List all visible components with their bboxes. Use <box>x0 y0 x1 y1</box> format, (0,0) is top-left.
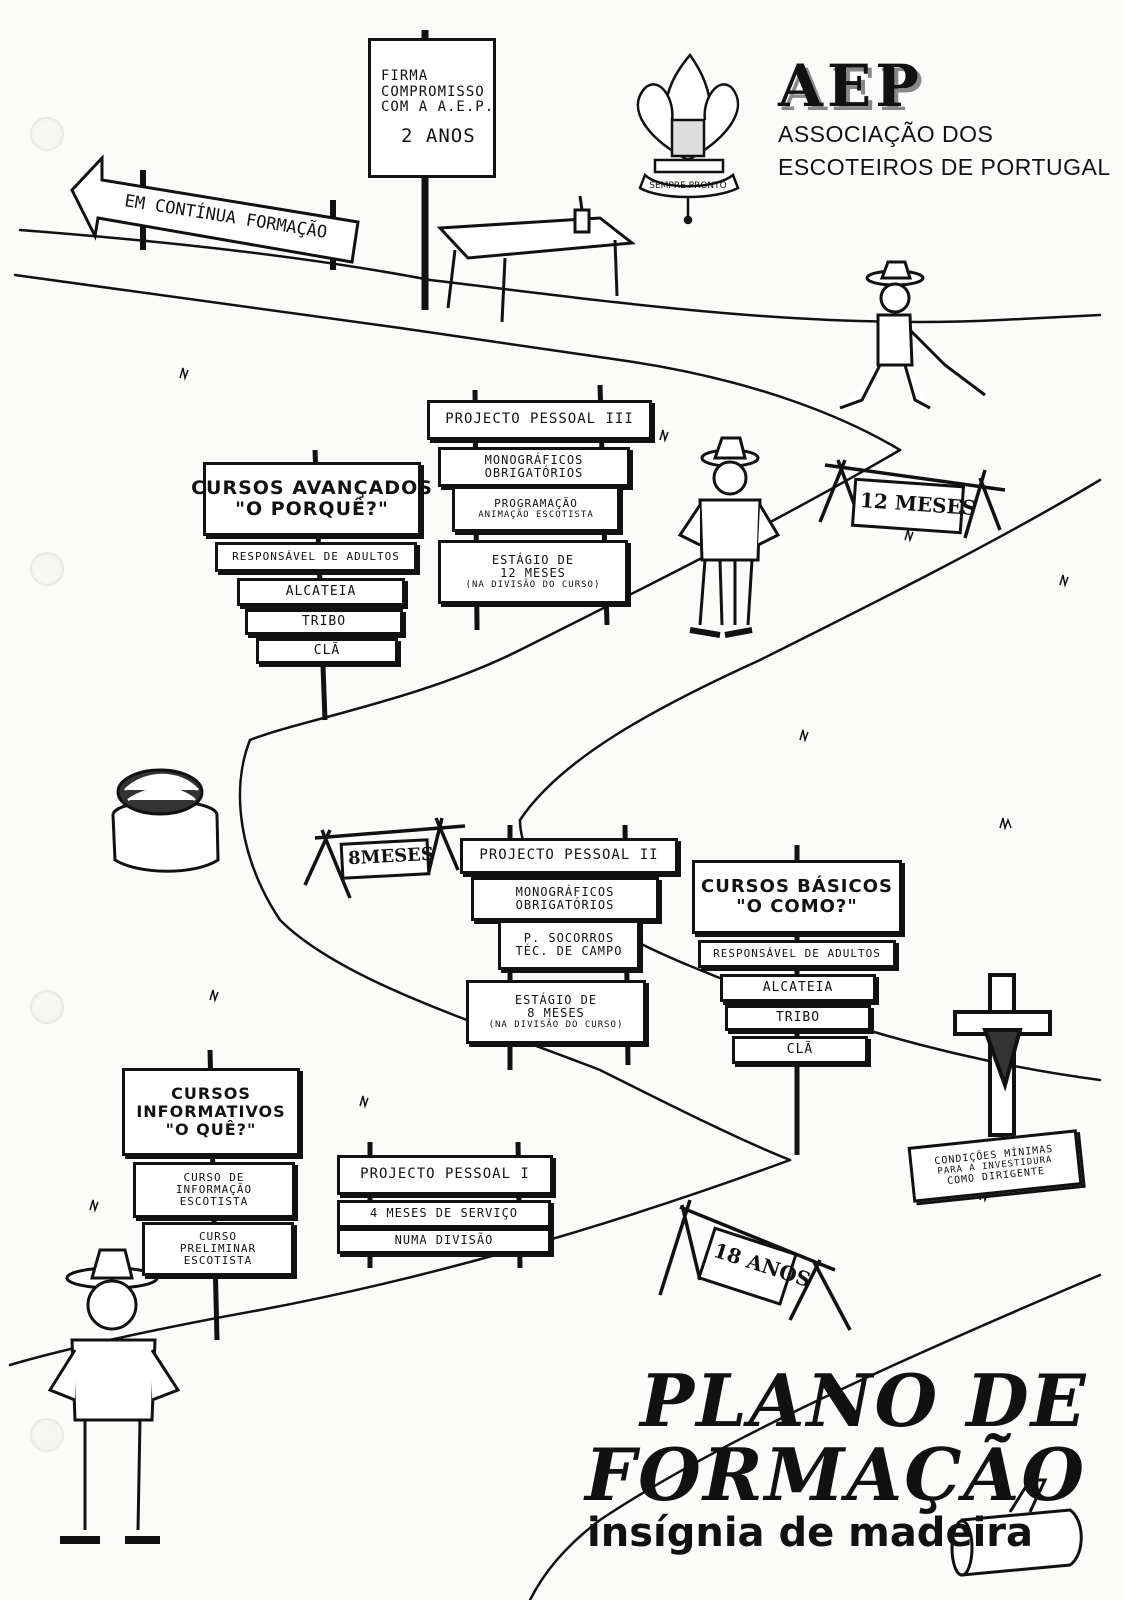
avancados-board: ALCATEIA <box>237 578 405 606</box>
board-label: ALCATEIA <box>763 981 834 996</box>
basicos-question: "O COMO?" <box>736 897 858 917</box>
emblem-motto: SEMPRE PRONTO <box>649 181 726 191</box>
board-label: CLÃ <box>787 1043 813 1058</box>
board-label: TRIBO <box>776 1011 820 1026</box>
pp1-board: 4 MESES DE SERVIÇO <box>337 1200 551 1228</box>
board-label: MONOGRÁFICOS <box>516 886 615 899</box>
pp3-board: MONOGRÁFICOS OBRIGATÓRIOS <box>438 447 630 487</box>
board-label: P. SOCORROS <box>524 932 614 945</box>
board-label: CLÃ <box>314 644 340 659</box>
board-label: ALCATEIA <box>286 585 357 600</box>
cursos-avancados-sign: CURSOS AVANÇADOS "O PORQUÊ?" <box>203 462 421 536</box>
firma-line: COMPROMISSO <box>381 85 485 101</box>
board-label: TÉC. DE CAMPO <box>516 945 623 958</box>
pp1-board: NUMA DIVISÃO <box>337 1228 551 1254</box>
board-label: PROGRAMAÇÃO <box>494 498 578 510</box>
avancados-question: "O PORQUÊ?" <box>235 499 389 520</box>
board-label: ESCOTISTA <box>184 1255 253 1267</box>
cursos-informativos-sign: CURSOS INFORMATIVOS "O QUÊ?" <box>122 1068 300 1156</box>
pp2-board: MONOGRÁFICOS OBRIGATÓRIOS <box>471 877 659 921</box>
board-label: PROJECTO PESSOAL III <box>445 412 634 428</box>
knot-stump <box>113 770 218 871</box>
page-title-line1: PLANO DE <box>640 1358 1088 1443</box>
board-label: INFORMATIVOS <box>136 1103 285 1121</box>
board-label: (NA DIVISÃO DO CURSO) <box>466 580 601 590</box>
board-label: PROJECTO PESSOAL II <box>479 848 658 864</box>
scout-small <box>50 1250 178 1540</box>
org-name-line1: ASSOCIAÇÃO DOS <box>778 118 1111 151</box>
board-label: ESCOTISTA <box>180 1196 249 1208</box>
fleur-de-lis-icon <box>638 55 738 223</box>
cursos-basicos-sign: CURSOS BÁSICOS "O COMO?" <box>692 860 902 934</box>
projecto-pessoal-1-sign: PROJECTO PESSOAL I <box>337 1155 553 1195</box>
board-label: 8 MESES <box>527 1007 585 1020</box>
cross-post <box>955 975 1050 1135</box>
avancados-title: CURSOS AVANÇADOS <box>191 478 433 499</box>
informativos-board: CURSO DE INFORMAÇÃO ESCOTISTA <box>133 1162 295 1218</box>
informativos-board: CURSO PRELIMINAR ESCOTISTA <box>142 1222 294 1276</box>
basicos-board: RESPONSÁVEL DE ADULTOS <box>698 940 896 968</box>
avancados-board: CLÃ <box>256 638 398 664</box>
board-label: (NA DIVISÃO DO CURSO) <box>489 1020 624 1030</box>
board-label: ESTÁGIO DE <box>515 994 597 1007</box>
board-label: NUMA DIVISÃO <box>395 1234 494 1247</box>
board-label: ANIMAÇÃO ESCOTISTA <box>478 510 594 520</box>
board-label: 12 MESES <box>500 567 566 580</box>
firma-years: 2 ANOS <box>401 126 476 147</box>
basicos-board: TRIBO <box>725 1005 871 1031</box>
avancados-board: TRIBO <box>245 609 403 635</box>
aep-logo: AEP <box>778 52 923 120</box>
pp3-board: ESTÁGIO DE 12 MESES (NA DIVISÃO DO CURSO… <box>438 540 628 604</box>
binder-hole <box>30 990 64 1024</box>
firma-line: COM A A.E.P. <box>381 100 494 116</box>
basicos-board: ALCATEIA <box>720 974 876 1002</box>
board-label: RESPONSÁVEL DE ADULTOS <box>232 551 400 563</box>
projecto-pessoal-3-sign: PROJECTO PESSOAL III <box>427 400 652 440</box>
firma-sign: FIRMA COMPROMISSO COM A A.E.P. 2 ANOS <box>368 38 496 178</box>
firma-line: FIRMA <box>381 69 428 85</box>
table <box>440 196 632 322</box>
binder-hole <box>30 552 64 586</box>
board-label: RESPONSÁVEL DE ADULTOS <box>713 948 881 960</box>
binder-hole <box>30 1418 64 1452</box>
binder-hole <box>30 117 64 151</box>
board-label: ESTÁGIO DE <box>492 554 574 567</box>
board-label: CURSOS <box>171 1085 251 1103</box>
basicos-title: CURSOS BÁSICOS <box>701 877 893 897</box>
pp3-board: PROGRAMAÇÃO ANIMAÇÃO ESCOTISTA <box>452 486 620 532</box>
board-label: "O QUÊ?" <box>166 1121 257 1139</box>
board-label: PROJECTO PESSOAL I <box>360 1167 530 1183</box>
scout-figure <box>680 438 778 635</box>
milestone-8-meses: 8MESES <box>348 844 435 869</box>
board-label: TRIBO <box>302 615 346 630</box>
page-subtitle: insígnia de madeira <box>587 1510 1033 1556</box>
board-label: OBRIGATÓRIOS <box>485 467 584 480</box>
basicos-board: CLÃ <box>732 1036 868 1064</box>
avancados-board: RESPONSÁVEL DE ADULTOS <box>215 542 417 572</box>
scout-walking <box>840 262 985 408</box>
organization-name: ASSOCIAÇÃO DOS ESCOTEIROS DE PORTUGAL <box>778 118 1111 184</box>
board-label: MONOGRÁFICOS <box>485 454 584 467</box>
org-name-line2: ESCOTEIROS DE PORTUGAL <box>778 151 1111 184</box>
pp2-board: ESTÁGIO DE 8 MESES (NA DIVISÃO DO CURSO) <box>466 980 646 1044</box>
pp2-board: P. SOCORROS TÉC. DE CAMPO <box>498 920 640 970</box>
projecto-pessoal-2-sign: PROJECTO PESSOAL II <box>460 838 678 874</box>
board-label: CURSO DE <box>184 1172 245 1184</box>
page-title-line2: FORMAÇÃO <box>585 1432 1086 1517</box>
board-label: CURSO <box>199 1231 237 1243</box>
board-label: OBRIGATÓRIOS <box>516 899 615 912</box>
board-label: 4 MESES DE SERVIÇO <box>370 1207 518 1220</box>
